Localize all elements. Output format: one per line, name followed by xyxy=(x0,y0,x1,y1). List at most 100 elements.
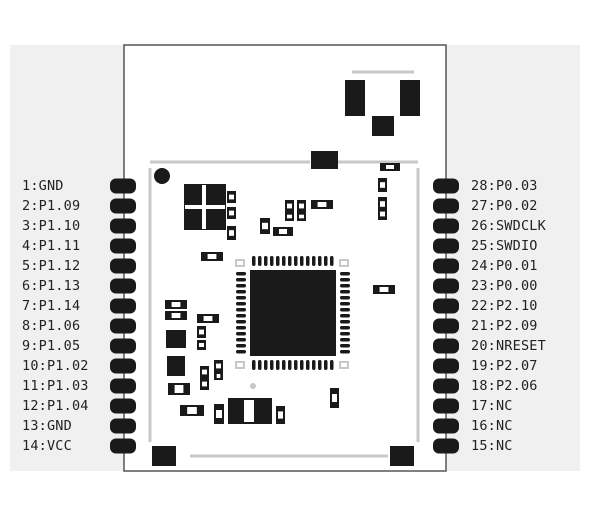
passive-component-body xyxy=(187,407,197,414)
left-pin-label: 13:GND xyxy=(22,418,72,434)
chip-pin-top xyxy=(294,256,298,266)
chip-pin-bottom xyxy=(288,360,292,370)
left-pin-label: 1:GND xyxy=(22,178,64,194)
left-pin-pad xyxy=(110,338,136,354)
right-pin-pad xyxy=(433,378,459,394)
passive-component-body xyxy=(216,374,221,378)
left-pin-label: 11:P1.03 xyxy=(22,378,89,394)
right-pin-label: 27:P0.02 xyxy=(471,198,538,214)
right-pin-label: 22:P2.10 xyxy=(471,298,538,314)
chip-pin-top xyxy=(252,256,256,266)
chip-pin-right xyxy=(340,290,350,294)
chip-pin-bottom xyxy=(258,360,262,370)
chip-pin-left xyxy=(236,302,246,306)
right-pin-label: 24:P0.01 xyxy=(471,258,538,274)
passive-component-body xyxy=(299,214,304,219)
passive-component-body xyxy=(229,194,234,200)
right-pin-pad xyxy=(433,278,459,294)
right-pin-pad xyxy=(433,338,459,354)
component-ic-small-2 xyxy=(167,356,185,376)
passive-component-body xyxy=(317,202,327,207)
chip-pin-top xyxy=(324,256,328,266)
chip-pin-right xyxy=(340,284,350,288)
chip-orientation-dot xyxy=(250,383,256,389)
left-pin-pad xyxy=(110,438,136,454)
chip-pin-left xyxy=(236,278,246,282)
chip-pin-right xyxy=(340,314,350,318)
passive-component-body xyxy=(207,254,217,259)
chip-corner xyxy=(339,259,349,267)
chip-pin-bottom xyxy=(282,360,286,370)
passive-component-body xyxy=(262,222,268,230)
passive-component-body xyxy=(171,313,181,318)
chip-pin-bottom xyxy=(270,360,274,370)
chip-corner xyxy=(235,259,245,267)
passive-component-body xyxy=(380,182,385,188)
pin1-marker xyxy=(154,168,170,184)
chip-pin-top xyxy=(306,256,310,266)
chip-corner xyxy=(235,361,245,369)
passive-component-body xyxy=(171,302,181,307)
chip-pin-bottom xyxy=(318,360,322,370)
left-pin-label: 5:P1.12 xyxy=(22,258,81,274)
left-pin-label: 14:VCC xyxy=(22,438,72,454)
left-pin-pad xyxy=(110,398,136,414)
passive-component-body xyxy=(287,214,292,219)
left-pin-label: 3:P1.10 xyxy=(22,218,81,234)
passive-component-body xyxy=(278,411,283,419)
passive-component-body xyxy=(202,369,207,375)
right-pin-label: 17:NC xyxy=(471,398,513,414)
passive-component-body xyxy=(216,410,222,418)
chip-pin-top xyxy=(270,256,274,266)
left-pin-label: 6:P1.13 xyxy=(22,278,81,294)
left-pin-pad xyxy=(110,378,136,394)
right-pin-label: 23:P0.00 xyxy=(471,278,538,294)
left-pin-label: 12:P1.04 xyxy=(22,398,89,414)
right-pin-pad xyxy=(433,298,459,314)
right-pin-label: 26:SWDCLK xyxy=(471,218,546,234)
right-pin-pad xyxy=(433,258,459,274)
chip-pin-right xyxy=(340,350,350,354)
right-pin-label: 20:NRESET xyxy=(471,338,546,354)
chip-pin-top xyxy=(318,256,322,266)
passive-component-body xyxy=(279,229,287,234)
passive-components xyxy=(165,163,400,424)
left-pin-label: 2:P1.09 xyxy=(22,198,81,214)
chip-pin-top xyxy=(276,256,280,266)
chip-pin-right xyxy=(340,278,350,282)
chip-pin-right xyxy=(340,326,350,330)
passive-component-body xyxy=(386,165,394,169)
left-pin-pad xyxy=(110,258,136,274)
right-pin-pad xyxy=(433,398,459,414)
passive-component-body xyxy=(202,381,207,387)
chip-pin-bottom xyxy=(276,360,280,370)
main-chip xyxy=(250,270,336,356)
chip-pin-left xyxy=(236,296,246,300)
right-pin-pads xyxy=(433,178,459,454)
chip-pin-left xyxy=(236,314,246,318)
component-ic-small xyxy=(166,330,186,348)
chip-pin-left xyxy=(236,272,246,276)
chip-pin-top xyxy=(258,256,262,266)
chip-pin-right xyxy=(340,338,350,342)
left-pin-label: 7:P1.14 xyxy=(22,298,81,314)
chip-pin-bottom xyxy=(330,360,334,370)
left-pin-pad xyxy=(110,358,136,374)
right-pin-pad xyxy=(433,198,459,214)
ground-pad-right xyxy=(390,446,414,466)
chip-pin-left xyxy=(236,326,246,330)
chip-pin-right xyxy=(340,308,350,312)
chip-pin-left xyxy=(236,350,246,354)
antenna-pad-left xyxy=(345,80,365,116)
chip-pin-right xyxy=(340,296,350,300)
antenna-feed-pad xyxy=(372,116,394,136)
right-pin-label: 19:P2.07 xyxy=(471,358,538,374)
left-pin-pads xyxy=(110,178,136,454)
passive-component-body xyxy=(229,230,234,236)
ground-pad-left xyxy=(152,446,176,466)
chip-pin-bottom xyxy=(294,360,298,370)
right-pin-label: 16:NC xyxy=(471,418,513,434)
left-pin-pad xyxy=(110,278,136,294)
